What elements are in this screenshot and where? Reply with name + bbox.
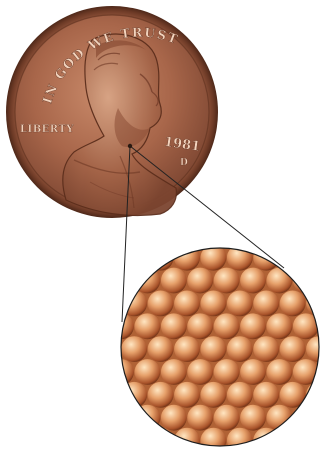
copper-atom [187, 405, 213, 431]
copper-atom [161, 268, 187, 294]
copper-atom [187, 359, 213, 385]
copper-atom [240, 313, 266, 339]
copper-atom [267, 268, 293, 294]
copper-atom [253, 291, 279, 317]
copper-atom [161, 313, 187, 339]
copper-atom [240, 359, 266, 385]
copper-atom [214, 405, 240, 431]
copper-atom [174, 382, 200, 408]
copper-atom [108, 359, 134, 385]
copper-atom [161, 359, 187, 385]
copper-atom [135, 359, 161, 385]
penny: IN GOD WE TRUST LIBERTY 1981 D [6, 6, 218, 218]
copper-atom [214, 359, 240, 385]
copper-atom [201, 382, 227, 408]
copper-atom [214, 268, 240, 294]
copper-atom [174, 336, 200, 362]
copper-atom [201, 291, 227, 317]
copper-atom [148, 291, 174, 317]
copper-atom [121, 382, 147, 408]
copper-atom [227, 382, 253, 408]
copper-atom [306, 382, 332, 408]
copper-atom [187, 268, 213, 294]
copper-atom-lattice [108, 245, 332, 450]
copper-atom [214, 313, 240, 339]
copper-atom [148, 336, 174, 362]
coin-liberty: LIBERTY [20, 124, 74, 135]
copper-atom [293, 359, 319, 385]
copper-atom [108, 313, 134, 339]
copper-atom [135, 405, 161, 431]
copper-atom [306, 291, 332, 317]
magnified-atom-view [108, 245, 332, 450]
copper-atom [240, 405, 266, 431]
copper-atom [148, 245, 174, 271]
copper-atom [280, 336, 306, 362]
copper-atom [267, 313, 293, 339]
copper-atom [227, 291, 253, 317]
copper-atom [121, 336, 147, 362]
copper-atom [161, 405, 187, 431]
copper-atom [148, 382, 174, 408]
copper-atom [227, 336, 253, 362]
copper-atom [267, 359, 293, 385]
magnification-point [128, 144, 132, 148]
copper-atom [121, 291, 147, 317]
copper-atom [280, 291, 306, 317]
copper-atom [135, 313, 161, 339]
copper-atom [174, 291, 200, 317]
copper-atom [253, 245, 279, 271]
copper-atom [253, 382, 279, 408]
copper-atom [187, 313, 213, 339]
copper-atom [293, 268, 319, 294]
copper-atom [201, 336, 227, 362]
coin-mint-mark: D [180, 158, 188, 168]
copper-atom [253, 336, 279, 362]
copper-atom [240, 268, 266, 294]
